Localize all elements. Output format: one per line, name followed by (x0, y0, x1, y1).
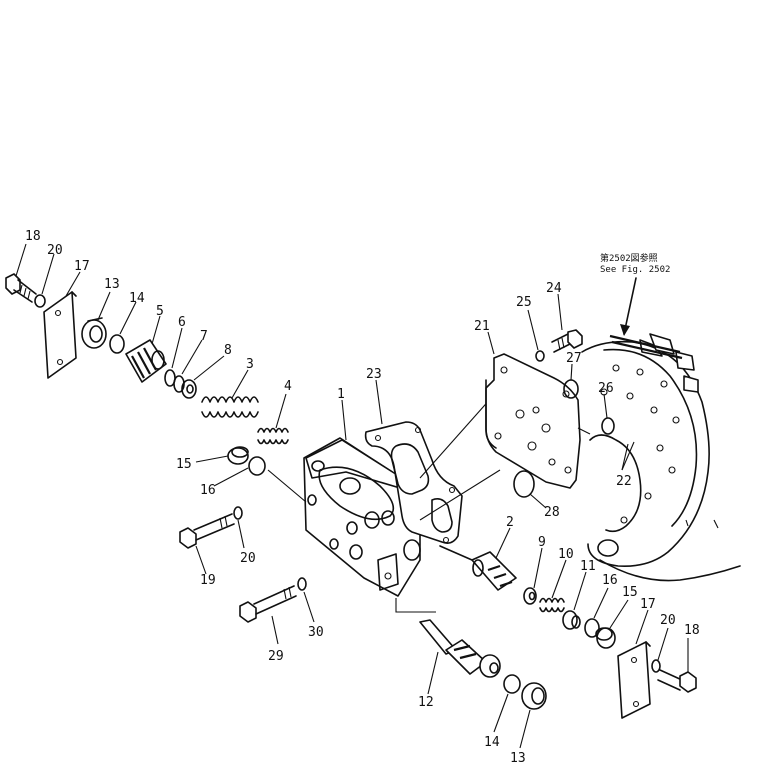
callout-29: 29 (268, 649, 284, 664)
callout-9: 9 (538, 535, 546, 550)
part-housing-ref (581, 333, 741, 582)
part-oring-16-left[interactable] (248, 456, 266, 476)
reference-arrow (620, 277, 637, 336)
part-ring-8[interactable] (181, 379, 197, 399)
part-bolt-19[interactable] (179, 513, 235, 549)
callout-27: 27 (566, 351, 582, 366)
part-collar-11[interactable] (562, 610, 581, 630)
part-bolt-29[interactable] (239, 585, 297, 623)
callout-18-left: 18 (25, 229, 41, 244)
part-plate-17-right[interactable] (617, 641, 651, 719)
callout-20-right: 20 (660, 613, 676, 628)
part-plate-17-left[interactable] (43, 291, 77, 379)
part-cap-13-bottom[interactable] (521, 682, 547, 710)
leader-line (419, 469, 501, 521)
callout-5: 5 (156, 304, 164, 319)
part-cover-21[interactable] (485, 353, 591, 489)
callout-10: 10 (558, 547, 574, 562)
callout-6: 6 (178, 315, 186, 330)
part-plug-15-right[interactable] (595, 627, 616, 649)
part-bolt-18-left[interactable] (5, 273, 37, 303)
callout-17-left: 17 (74, 259, 90, 274)
callout-28: 28 (544, 505, 560, 520)
callout-26: 26 (598, 381, 614, 396)
callout-15-left: 15 (176, 457, 192, 472)
part-washer-30[interactable] (297, 577, 307, 591)
callout-15-right: 15 (622, 585, 638, 600)
callout-20-left: 20 (47, 243, 63, 258)
part-gasket-23[interactable] (364, 421, 463, 544)
part-oring-14-bottom[interactable] (503, 674, 521, 694)
callout-12: 12 (418, 695, 434, 710)
callout-21: 21 (474, 319, 490, 334)
callout-24: 24 (546, 281, 562, 296)
part-oring-16-right[interactable] (584, 618, 600, 638)
leader-line (395, 598, 436, 613)
callout-14-left: 14 (129, 291, 145, 306)
callout-23: 23 (366, 367, 382, 382)
callout-labels: 18 20 17 13 14 5 6 7 8 3 4 1 23 21 25 24… (25, 229, 700, 764)
callout-19: 19 (200, 573, 216, 588)
part-bolt-24[interactable] (551, 329, 583, 353)
callout-25: 25 (516, 295, 532, 310)
callout-16-left: 16 (200, 483, 216, 498)
part-oring-28[interactable] (513, 470, 535, 498)
part-washer-25[interactable] (535, 350, 545, 362)
callout-11: 11 (580, 559, 596, 574)
callout-3: 3 (246, 357, 254, 372)
callout-30: 30 (308, 625, 324, 640)
part-oring-14-left[interactable] (109, 334, 125, 354)
callout-18-right: 18 (684, 623, 700, 638)
part-bolt-18-right[interactable] (657, 669, 697, 693)
part-washer-20-mid[interactable] (233, 506, 243, 520)
callout-2: 2 (506, 515, 514, 530)
part-spring-10[interactable] (539, 597, 565, 613)
callout-13-bottom: 13 (510, 751, 526, 764)
reference-note-en: See Fig. 2502 (600, 265, 670, 275)
part-spring-4[interactable] (257, 427, 289, 445)
callout-1: 1 (337, 387, 345, 402)
callout-14-bottom: 14 (484, 735, 500, 750)
part-plug-15-left[interactable] (227, 446, 249, 465)
part-plug-5[interactable] (125, 339, 167, 383)
part-washer-20-right[interactable] (651, 659, 661, 673)
part-cap-13-left[interactable] (81, 317, 107, 349)
callout-8: 8 (224, 343, 232, 358)
callout-20-mid: 20 (240, 551, 256, 566)
part-washer-20-left[interactable] (34, 294, 46, 308)
callout-leaders (15, 243, 689, 749)
callout-4: 4 (284, 379, 292, 394)
part-spool-2[interactable] (439, 545, 517, 591)
callout-17-right: 17 (640, 597, 656, 612)
leader-line (267, 469, 307, 503)
callout-16-right: 16 (602, 573, 618, 588)
callout-13-left: 13 (104, 277, 120, 292)
part-ring-9[interactable] (523, 587, 537, 605)
callout-22: 22 (616, 474, 632, 489)
part-spool-12[interactable] (419, 619, 501, 678)
part-valve-body-1[interactable] (303, 437, 421, 597)
callout-7: 7 (200, 329, 208, 344)
part-oring-26[interactable] (601, 417, 615, 435)
part-spring-3[interactable] (201, 396, 259, 418)
reference-note-jp: 第2502図参照 (600, 252, 658, 264)
